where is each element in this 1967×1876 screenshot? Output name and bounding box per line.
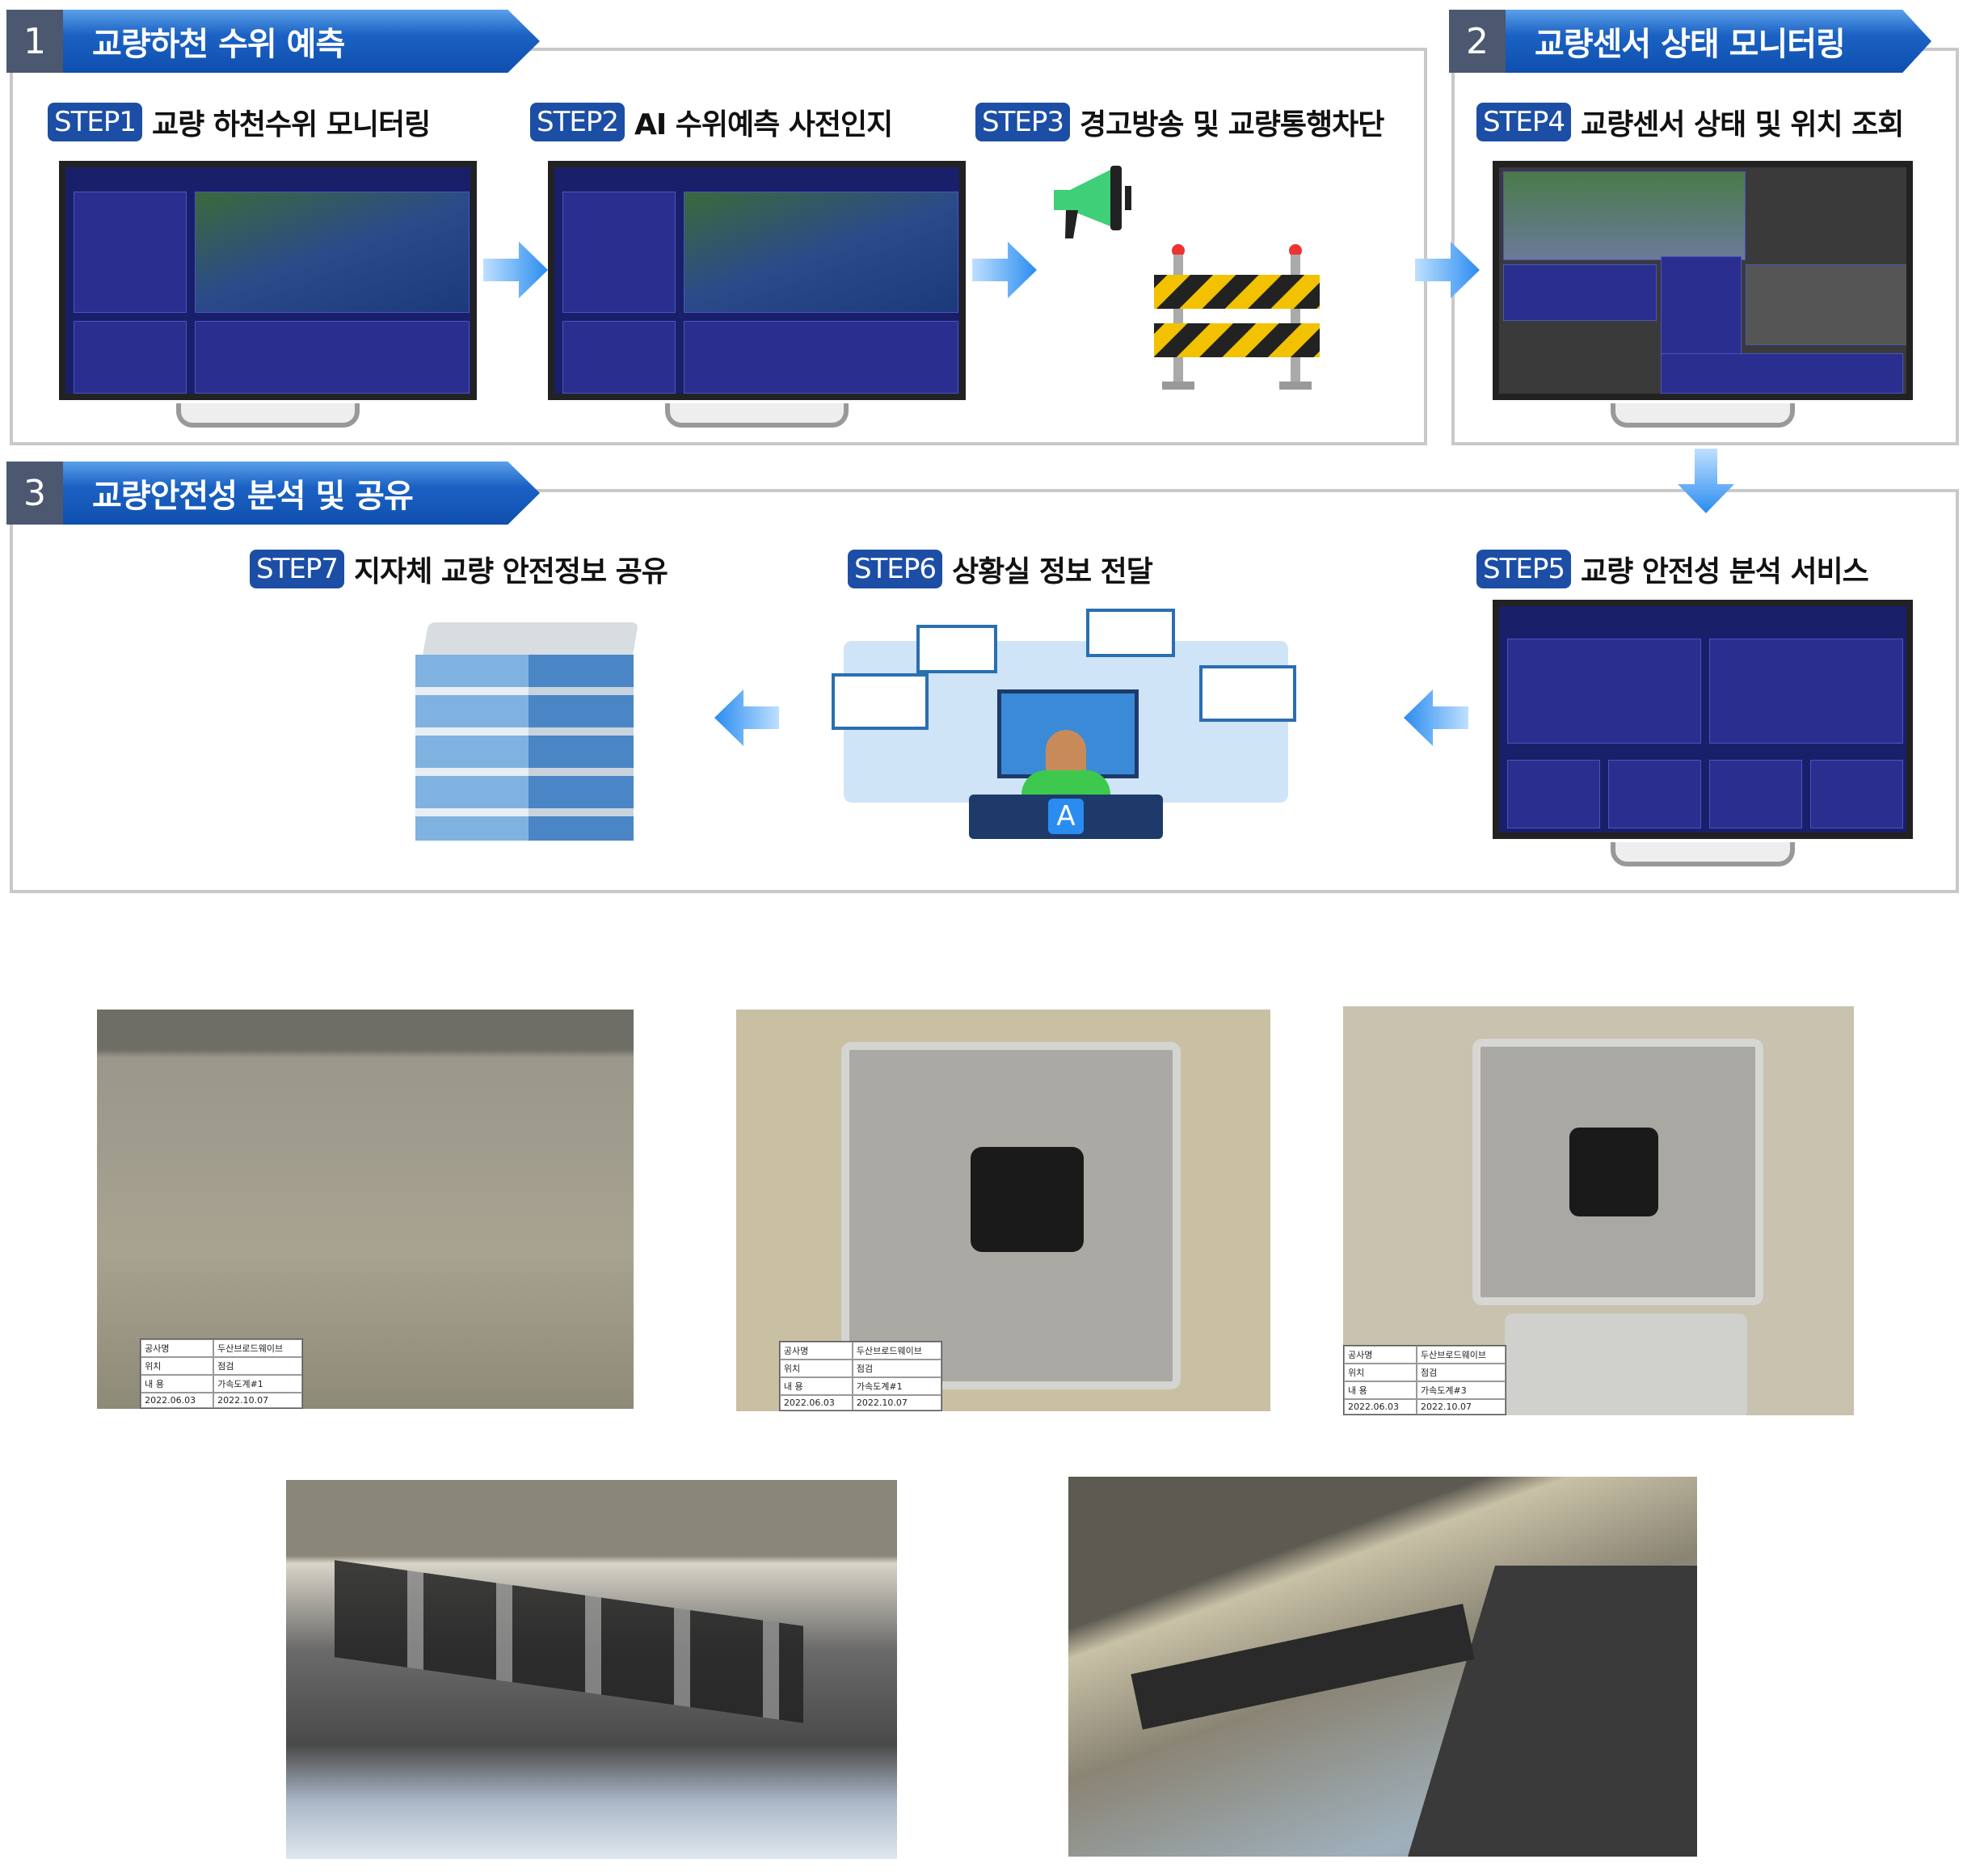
photo-tag-cell: 두산브로드웨이브 [213, 1339, 303, 1357]
step-badge: STEP4 [1476, 103, 1571, 141]
photo-tag-cell: 점검 [852, 1360, 941, 1377]
step-badge: STEP6 [848, 550, 942, 588]
section-title: 교량안전성 분석 및 공유 [92, 478, 414, 515]
photo-tag-cell: 내 용 [779, 1377, 853, 1395]
photo-tag-cell: 내 용 [141, 1375, 214, 1393]
step-1-label: STEP1 교량 하천수위 모니터링 [48, 101, 431, 143]
step-badge: STEP7 [250, 550, 344, 588]
photo-tag-cell: 2022.06.03 [141, 1393, 214, 1408]
road-barricade-icon [1154, 244, 1320, 390]
section-number: 3 [6, 462, 63, 525]
step-text: 경고방송 및 교량통행차단 [1079, 108, 1384, 141]
photo-tag-cell: 위치 [779, 1360, 853, 1377]
monitor-sensor-status-dashboard [1493, 161, 1913, 428]
operator-badge: A [1048, 799, 1084, 834]
step-text: 교량 안전성 분석 서비스 [1580, 555, 1869, 588]
control-room-illustration: A [828, 609, 1304, 843]
photo-tag-cell: 공사명 [779, 1342, 853, 1360]
step-text: 지자체 교량 안전정보 공유 [353, 555, 668, 588]
photo-tag-cell: 2022.06.03 [779, 1395, 853, 1410]
step-text: 교량센서 상태 및 위치 조회 [1580, 108, 1904, 141]
photo-tag-cell: 위치 [141, 1357, 214, 1375]
step-7-label: STEP7 지자체 교량 안전정보 공유 [250, 548, 668, 590]
step-text: AI 수위예측 사전인지 [634, 108, 893, 141]
step-6-label: STEP6 상황실 정보 전달 [848, 548, 1153, 590]
photo-tag-cell: 2022.10.07 [852, 1395, 941, 1410]
step-badge: STEP5 [1476, 550, 1571, 588]
step-2-label: STEP2 AI 수위예측 사전인지 [530, 101, 893, 143]
photo-tag-cell: 두산브로드웨이브 [1417, 1346, 1506, 1364]
section-title: 교량센서 상태 모니터링 [1535, 26, 1846, 63]
photo-tag-cell: 내 용 [1344, 1381, 1417, 1399]
photo-tag-cell: 두산브로드웨이브 [852, 1342, 941, 1360]
step-3-label: STEP3 경고방송 및 교량통행차단 [975, 101, 1384, 143]
photo-tag-cell: 점검 [1417, 1364, 1506, 1381]
building-icon [407, 614, 646, 853]
monitor-water-level-dashboard [59, 161, 477, 428]
photo-tag-cell: 2022.10.07 [1417, 1399, 1506, 1414]
step-4-label: STEP4 교량센서 상태 및 위치 조회 [1476, 101, 1904, 143]
photo-tag-cell: 2022.10.07 [213, 1393, 303, 1408]
photo-tag-cell: 가속도계#3 [1417, 1381, 1506, 1399]
photo-under-bridge-inspection-2 [1068, 1477, 1697, 1857]
section-2-header: 2 교량센서 상태 모니터링 [1449, 10, 1931, 73]
step-5-label: STEP5 교량 안전성 분석 서비스 [1476, 548, 1869, 590]
section-number: 2 [1449, 10, 1506, 73]
step-badge: STEP3 [975, 103, 1070, 141]
step-badge: STEP1 [48, 103, 142, 141]
photo-tag-cell: 가속도계#1 [852, 1377, 941, 1395]
step-text: 교량 하천수위 모니터링 [151, 108, 431, 141]
photo-under-bridge-inspection-1 [286, 1480, 897, 1859]
section-1-header: 1 교량하천 수위 예측 [6, 10, 540, 73]
photo-tag-cell: 공사명 [141, 1339, 214, 1357]
step-text: 상황실 정보 전달 [951, 555, 1153, 588]
photo-tag-cell: 2022.06.03 [1344, 1399, 1417, 1414]
section-title: 교량하천 수위 예측 [92, 26, 345, 63]
step-badge: STEP2 [530, 103, 625, 141]
megaphone-icon [1054, 166, 1131, 238]
photo-tag-cell: 점검 [213, 1357, 303, 1375]
photo-tag-cell: 공사명 [1344, 1346, 1417, 1364]
monitor-safety-analysis-dashboard [1493, 600, 1913, 866]
section-number: 1 [6, 10, 63, 73]
photo-tag-cell: 위치 [1344, 1364, 1417, 1381]
monitor-ai-prediction-dashboard [548, 161, 966, 428]
photo-tag-cell: 가속도계#1 [213, 1375, 303, 1393]
section-3-header: 3 교량안전성 분석 및 공유 [6, 462, 540, 525]
